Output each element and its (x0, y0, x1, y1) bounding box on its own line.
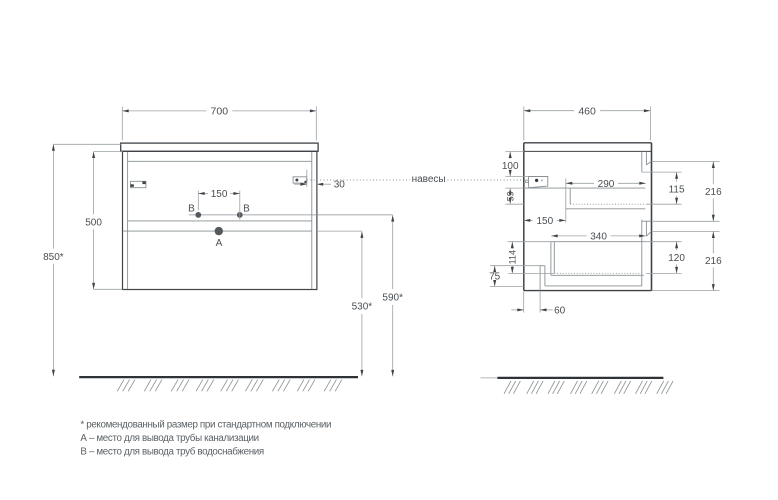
svg-text:100: 100 (502, 161, 519, 172)
svg-text:В: В (188, 203, 195, 214)
svg-text:А – место для вывода трубы кан: А – место для вывода трубы канализации (80, 433, 258, 444)
svg-text:850*: 850* (43, 252, 64, 263)
svg-text:А: А (216, 238, 223, 249)
svg-text:216: 216 (705, 187, 722, 198)
svg-text:460: 460 (578, 105, 596, 117)
svg-text:500: 500 (85, 218, 102, 229)
svg-text:150: 150 (536, 216, 553, 227)
svg-text:115: 115 (669, 184, 685, 195)
svg-text:590*: 590* (382, 293, 403, 304)
svg-text:290: 290 (598, 179, 615, 190)
svg-text:75: 75 (489, 271, 501, 282)
svg-text:59: 59 (505, 191, 515, 201)
svg-text:700: 700 (211, 106, 229, 118)
svg-text:В: В (243, 203, 250, 214)
svg-text:30: 30 (334, 180, 346, 191)
svg-text:120: 120 (668, 253, 685, 264)
svg-text:216: 216 (705, 256, 722, 267)
svg-text:150: 150 (211, 189, 228, 200)
svg-text:В – место для вывода труб водо: В – место для вывода труб водоснабжения (80, 447, 263, 458)
svg-text:114: 114 (508, 250, 518, 264)
svg-text:* рекомендованный размер при с: * рекомендованный размер при стандартном… (80, 419, 331, 430)
svg-text:340: 340 (590, 232, 607, 243)
svg-text:530*: 530* (352, 302, 373, 313)
svg-text:60: 60 (554, 305, 566, 316)
svg-text:навесы: навесы (412, 174, 446, 185)
